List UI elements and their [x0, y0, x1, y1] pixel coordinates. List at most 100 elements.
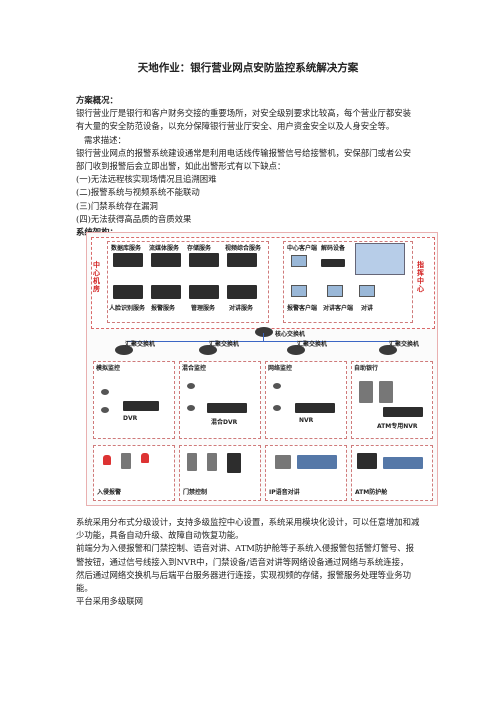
subsystem-label: 门禁控制: [183, 489, 208, 496]
server-label: 人脸识别服务: [109, 305, 146, 312]
client-label: 报警客户端: [287, 305, 318, 312]
camera-icon: [187, 383, 195, 389]
agg-switch-label: 汇聚交换机: [209, 341, 240, 348]
description-block: 系统采用分布式分级设计，支持多级监控中心设置，系统采用模块化设计，可以任意增加和…: [76, 516, 420, 608]
video-wall-icon: [355, 243, 405, 275]
server-label: 视频综合服务: [225, 245, 262, 252]
pc-icon: [359, 285, 375, 297]
center-room-label: 中心机房: [93, 261, 100, 293]
card-reader-icon: [187, 453, 197, 471]
agg-switch-label: 汇聚交换机: [125, 341, 156, 348]
doc-title: 天地作业：银行营业网点安防监控系统解决方案: [137, 62, 359, 74]
server-icon: [113, 253, 143, 267]
server-label: 管理服务: [191, 305, 216, 312]
camera-icon: [187, 405, 195, 411]
agg-switch-icon: [287, 345, 305, 355]
alarm-button-icon: [103, 455, 111, 465]
server-label: 对讲服务: [229, 305, 254, 312]
zone-device-label: ATM专用NVR: [377, 423, 418, 430]
network-wire: [263, 333, 264, 341]
paragraph-line: 银行营业厅是银行和客户财务交接的重要场所，对安全级别要求比较高，每个营业厅都安装: [76, 108, 411, 119]
protection-cabin-icon: [357, 453, 377, 469]
zone-label: 自助银行: [354, 365, 379, 372]
zone-box: [265, 361, 347, 439]
warning-light-icon: [141, 453, 149, 463]
paragraph-line: 平台采用多级联网: [76, 596, 143, 607]
subsystem-box: [93, 445, 175, 501]
intro-block: 方案概况： 银行营业厅是银行和客户财务交接的重要场所，对安全级别要求比较高，每个…: [76, 94, 426, 239]
cabin-controller-icon: [383, 457, 423, 469]
paragraph-line: 前端分为入侵报警和门禁控制、语音对讲、ATM防护舱等子系统入侵报警包括警灯警号、…: [76, 543, 414, 554]
pc-icon: [291, 285, 307, 297]
siren-icon: [121, 453, 131, 469]
paragraph-line: 银行营业网点的报警系统建设通常是利用电话线传输报警信号给接警机，安保部门或者公安: [76, 147, 411, 158]
zone-box: [179, 361, 261, 439]
client-label: 对讲: [361, 305, 374, 312]
server-icon: [189, 253, 219, 267]
subsystem-label: ATM防护舱: [355, 489, 388, 496]
server-icon: [113, 285, 143, 299]
server-icon: [151, 285, 181, 299]
zone-device-label: DVR: [123, 415, 138, 422]
defect-item: (二)报警系统与视频系统不能联动: [76, 187, 200, 198]
server-icon: [227, 285, 257, 299]
paragraph-line: 有大量的安全防范设备，以充分保障银行营业厅安全、用户资金安全以及人身安全等。: [76, 121, 395, 132]
camera-icon: [273, 405, 281, 411]
zone-box: [93, 361, 175, 439]
decoder-icon: [321, 259, 345, 267]
server-label: 数据库服务: [111, 245, 142, 252]
core-switch-icon: [255, 327, 273, 337]
camera-icon: [101, 407, 109, 413]
dvr-icon: [123, 401, 159, 411]
paragraph-line: 少功能，具备自动升级、故障自动恢复功能。: [76, 530, 244, 541]
subsystem-label: 入侵报警: [97, 489, 122, 496]
server-icon: [227, 253, 257, 267]
defect-item: (三)门禁系统存在漏洞: [76, 200, 158, 211]
zone-device-label: 混合DVR: [211, 419, 238, 426]
zone-device-label: NVR: [299, 417, 314, 424]
paragraph-line: 警按钮，通过信号线接入到NVR中，门禁设备/语音对讲等网络设备通过网络与系统连接…: [76, 556, 409, 567]
agg-switch-icon: [115, 345, 133, 355]
nvr-icon: [295, 403, 335, 413]
server-label: 存储服务: [187, 245, 212, 252]
client-label: 解码设备: [321, 245, 346, 252]
intercom-icon: [275, 455, 291, 469]
pc-icon: [291, 255, 307, 267]
zone-label: 网络监控: [268, 365, 293, 372]
paragraph-line: 部门收到报警后会立即出警，如此出警形式有以下缺点：: [76, 161, 286, 172]
system-architecture-diagram: 中心机房 指挥中心 数据库服务 流媒体服务 存储服务 视频综合服务 人脸识别服务…: [86, 232, 438, 506]
command-center-label: 指挥中心: [417, 261, 424, 293]
atm-icon: [379, 381, 393, 403]
server-icon: [151, 253, 181, 267]
card-reader-icon: [207, 453, 217, 471]
paragraph-line: 然后通过网络交换机与后端平台服务器进行连接，实现视频的存储，报警服务处理等业务功: [76, 569, 411, 580]
agg-switch-icon: [379, 345, 397, 355]
zone-label: 模拟监控: [96, 365, 121, 372]
section-heading-overview: 方案概况：: [76, 95, 118, 105]
subsystem-label: IP语音对讲: [269, 489, 300, 496]
pc-icon: [327, 285, 343, 297]
defect-item: (一)无法远程核实现场情况且追溯困难: [76, 174, 217, 185]
paragraph-line: 系统采用分布式分级设计，支持多级监控中心设置，系统采用模块化设计，可以任意增加和…: [76, 517, 420, 527]
hybrid-dvr-icon: [207, 403, 247, 413]
server-label: 流媒体服务: [149, 245, 180, 252]
paragraph-line: 能。: [76, 583, 93, 594]
atm-icon: [359, 381, 373, 403]
camera-icon: [273, 383, 281, 389]
atm-nvr-icon: [383, 407, 423, 417]
server-icon: [189, 285, 219, 299]
voice-host-icon: [297, 455, 337, 469]
subsystem-box: [265, 445, 347, 501]
camera-icon: [101, 389, 109, 395]
client-label: 对讲客户端: [323, 305, 354, 312]
agg-switch-icon: [199, 345, 217, 355]
need-heading: 需求描述：: [84, 134, 126, 145]
defect-item: (四)无法获得高品质的音质效果: [76, 213, 192, 224]
core-switch-label: 核心交换机: [275, 331, 306, 338]
network-wire: [127, 341, 397, 342]
client-label: 中心客户端: [287, 245, 318, 252]
zone-label: 混合监控: [182, 365, 207, 372]
access-controller-icon: [227, 453, 241, 473]
server-label: 报警服务: [151, 305, 176, 312]
agg-switch-label: 汇聚交换机: [389, 341, 420, 348]
